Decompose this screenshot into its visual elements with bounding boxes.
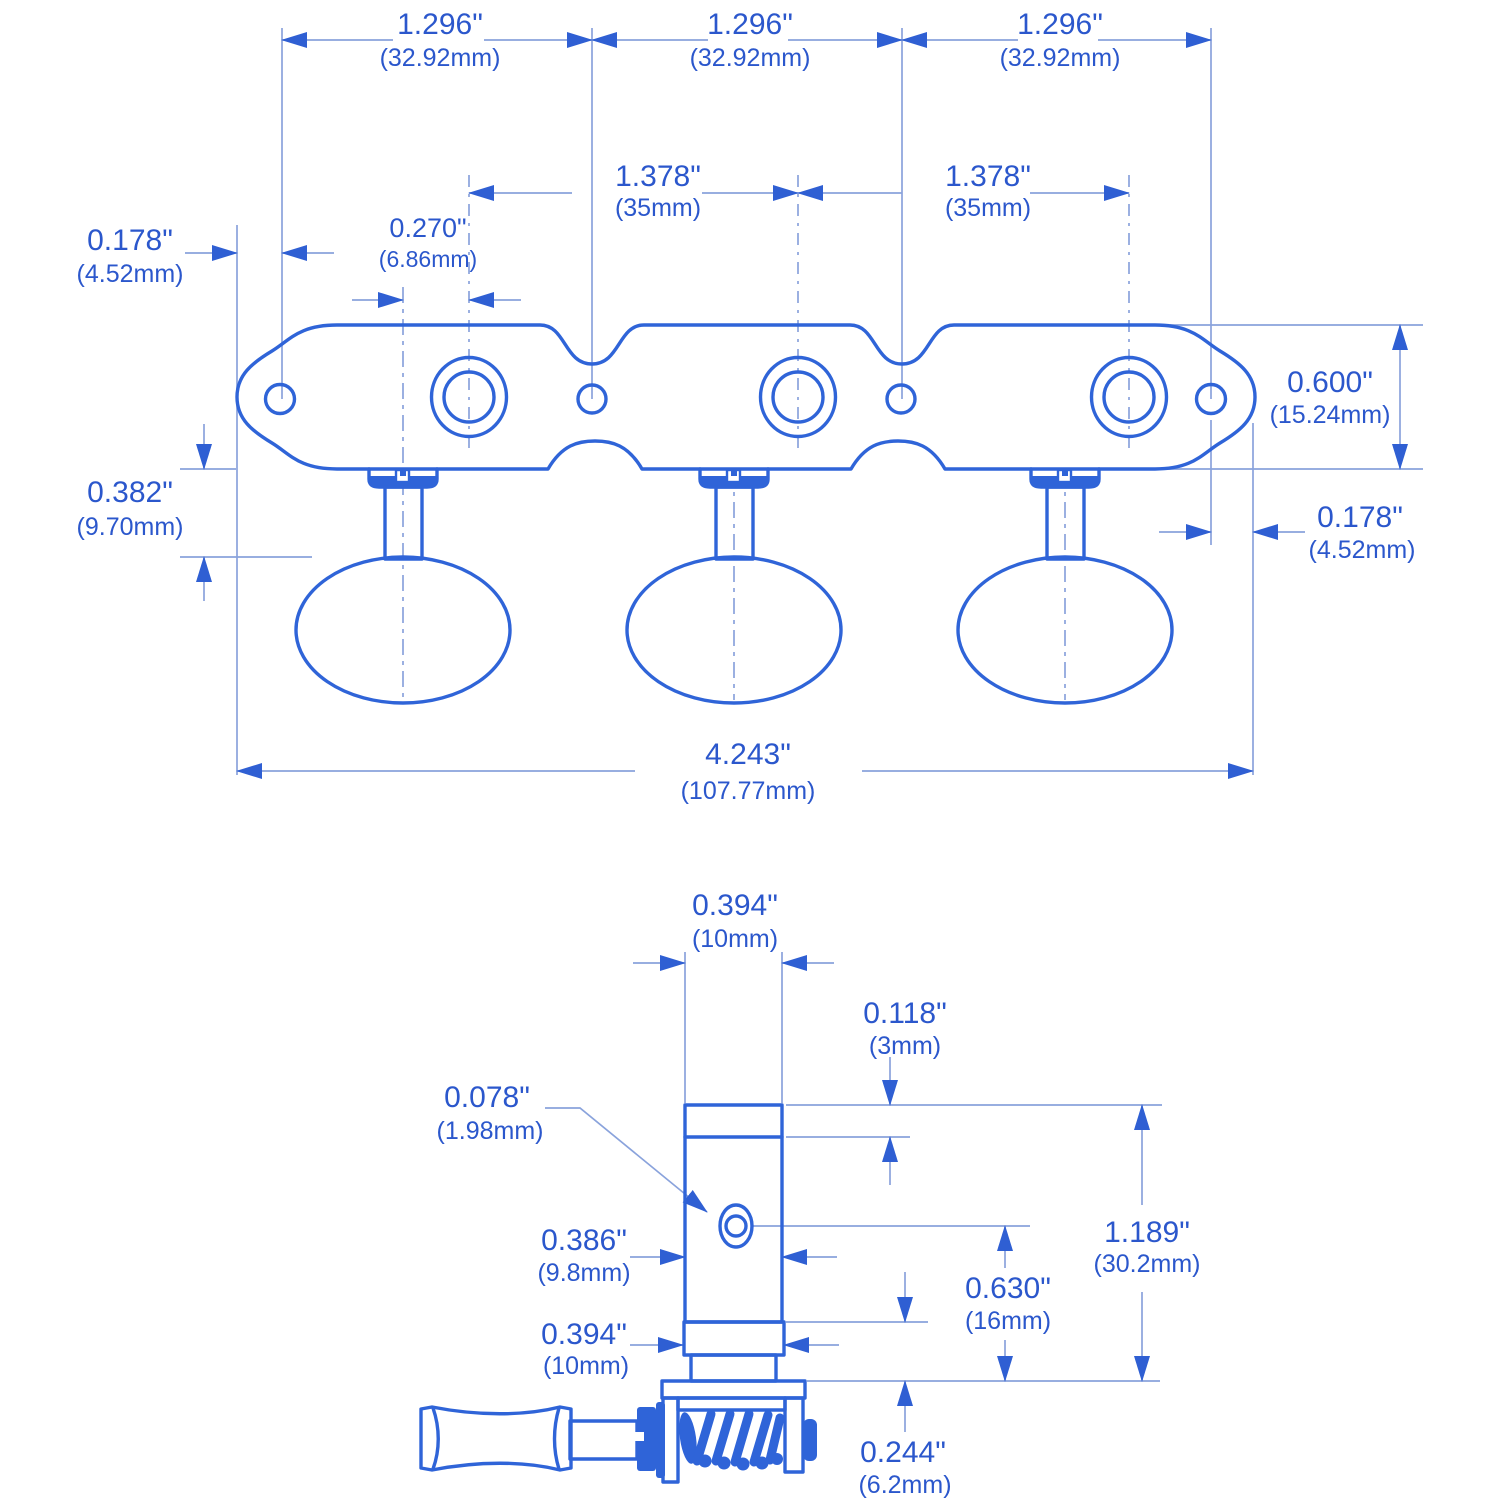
bearing-nub — [803, 1419, 817, 1461]
dim-edge-left-in: 0.178" — [87, 224, 173, 257]
housing-flange — [660, 1379, 807, 1400]
string-post — [660, 1103, 807, 1484]
post-hole-3-inner — [1102, 370, 1156, 424]
button-rod — [568, 1419, 639, 1461]
post-hole-1-outer — [429, 355, 509, 439]
dim-spacing-1-in: 1.296" — [397, 8, 483, 41]
dim-cap-height-in: 0.118" — [863, 997, 947, 1030]
worm-shaft-and-button — [419, 1402, 665, 1478]
dim-spacing-2-in: 1.296" — [707, 8, 793, 41]
bushing-neck — [689, 1353, 778, 1383]
dim-post-offset-in: 0.270" — [389, 213, 466, 243]
dim-edge-right-in: 0.178" — [1317, 501, 1403, 534]
dim-string-hole-mm: (1.98mm) — [437, 1117, 544, 1145]
extension-lines — [180, 28, 1423, 775]
post-centerlines — [468, 175, 1130, 455]
dim-post-dia-mm: (9.8mm) — [537, 1259, 630, 1287]
dim-post-top-dia-in: 0.394" — [692, 889, 778, 922]
dim-cap-height-mm: (3mm) — [869, 1032, 941, 1060]
housing-plate-left — [661, 1396, 680, 1484]
dimension-lines-top — [185, 32, 1408, 779]
dim-post-length-mm: (30.2mm) — [1094, 1250, 1201, 1278]
dim-post-dia-in: 0.386" — [541, 1224, 627, 1257]
dim-edge-left-mm: (4.52mm) — [77, 260, 184, 288]
dim-plate-width-in: 0.600" — [1287, 366, 1373, 399]
housing-plate-right — [783, 1396, 805, 1474]
dim-total-length-in: 4.243" — [705, 738, 791, 771]
dim-hole-to-plate-mm: (16mm) — [965, 1307, 1051, 1335]
dimension-labels-side: 0.394" (10mm) 0.118" (3mm) 0.078" (1.98m… — [437, 889, 1201, 1499]
dim-plate-to-button-mm: (9.70mm) — [77, 513, 184, 541]
button-shaft — [714, 485, 755, 561]
tuner-button-2 — [625, 467, 843, 705]
button-outline — [419, 1405, 573, 1472]
dim-spacing-3-in: 1.296" — [1017, 8, 1103, 41]
dim-plate-to-button-in: 0.382" — [87, 476, 173, 509]
mid-hole-right — [885, 383, 917, 415]
dim-spacing-1-mm: (32.92mm) — [380, 44, 501, 72]
screw-slot — [631, 1432, 644, 1441]
mid-hole-left — [576, 383, 608, 415]
tuner-button-3 — [956, 467, 1174, 705]
dim-spacing-3-mm: (32.92mm) — [1000, 44, 1121, 72]
screw-head — [637, 1407, 656, 1471]
dim-post-spacing-2-in: 1.378" — [945, 160, 1031, 193]
string-hole-leader — [545, 1107, 708, 1213]
button-shaft — [383, 485, 424, 561]
dim-post-length-in: 1.189" — [1104, 1216, 1190, 1249]
dim-hole-to-plate-in: 0.630" — [965, 1272, 1051, 1305]
button-oval — [956, 555, 1174, 705]
plate-top-view: 1.296" (32.92mm) 1.296" (32.92mm) 1.296"… — [77, 8, 1423, 805]
extension-lines-side — [684, 952, 1162, 1382]
plate-outline — [235, 323, 1257, 471]
worm-gear — [679, 1409, 817, 1471]
post-side-view: 0.394" (10mm) 0.118" (3mm) 0.078" (1.98m… — [419, 889, 1201, 1499]
dim-post-top-dia-mm: (10mm) — [692, 925, 778, 953]
dimension-lines-side — [545, 955, 1150, 1432]
button-oval — [625, 555, 843, 705]
dim-bushing-height-mm: (6.2mm) — [858, 1471, 951, 1499]
tuner-button-1 — [294, 467, 512, 705]
dim-plate-width-mm: (15.24mm) — [1270, 401, 1391, 429]
dim-bushing-dia-mm: (10mm) — [543, 1352, 629, 1380]
shaft-centerlines — [402, 287, 1066, 700]
post-hole-2-inner — [771, 370, 825, 424]
screw-hole-right — [1194, 382, 1228, 416]
button-oval — [294, 555, 512, 705]
dim-post-spacing-1-in: 1.378" — [615, 160, 701, 193]
string-hole-outer — [718, 1203, 754, 1249]
dim-string-hole-in: 0.078" — [444, 1081, 530, 1114]
dim-post-spacing-1-mm: (35mm) — [615, 194, 701, 222]
dimension-labels-top: 1.296" (32.92mm) 1.296" (32.92mm) 1.296"… — [77, 8, 1416, 805]
dim-post-spacing-2-mm: (35mm) — [945, 194, 1031, 222]
post-hole-3-outer — [1089, 355, 1169, 439]
dim-spacing-2-mm: (32.92mm) — [690, 44, 811, 72]
post-hole-2-outer — [758, 355, 838, 439]
plate-holes — [263, 355, 1228, 439]
dim-total-length-mm: (107.77mm) — [681, 777, 816, 805]
dim-edge-right-mm: (4.52mm) — [1309, 536, 1416, 564]
button-shaft — [1045, 485, 1086, 561]
post-hole-1-inner — [442, 370, 496, 424]
screw-hole-left — [263, 382, 297, 416]
dim-bushing-dia-in: 0.394" — [541, 1318, 627, 1351]
bushing-band — [682, 1320, 786, 1357]
dim-bushing-height-in: 0.244" — [860, 1436, 946, 1469]
string-hole-inner — [724, 1214, 748, 1238]
dim-post-offset-mm: (6.86mm) — [379, 246, 477, 272]
housing-crossbar — [676, 1396, 787, 1412]
